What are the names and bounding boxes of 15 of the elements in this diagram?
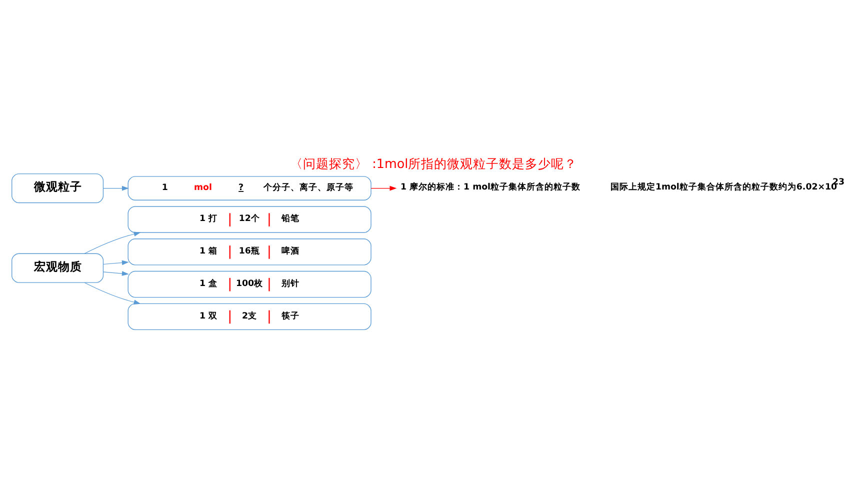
node-box: 微观粒子 [12,172,104,203]
node-text: 1 摩尔的标准：1 mol粒子集体所含的粒子数 [400,182,581,192]
node-box: 宏观物质 [12,252,104,282]
arrow [370,185,397,190]
node-box: 1 打 12个 铅笔 [128,206,372,232]
arrow [103,185,129,190]
node-box: 1 双 2支 筷子 [128,302,372,330]
node-box: 1 盒 100枚 别针 [128,270,372,298]
node-box: 1 mol ? 个分子、离子、原子等 [128,176,372,200]
arrow [103,270,129,276]
arrow [84,231,141,254]
node-box: 1 箱 16瓶 啤酒 [128,238,372,265]
arrow [84,282,141,304]
diagram-title: 〈问题探究〉 :1mol所指的微观粒子数是多少呢？ [290,155,578,170]
arrow [103,260,129,265]
